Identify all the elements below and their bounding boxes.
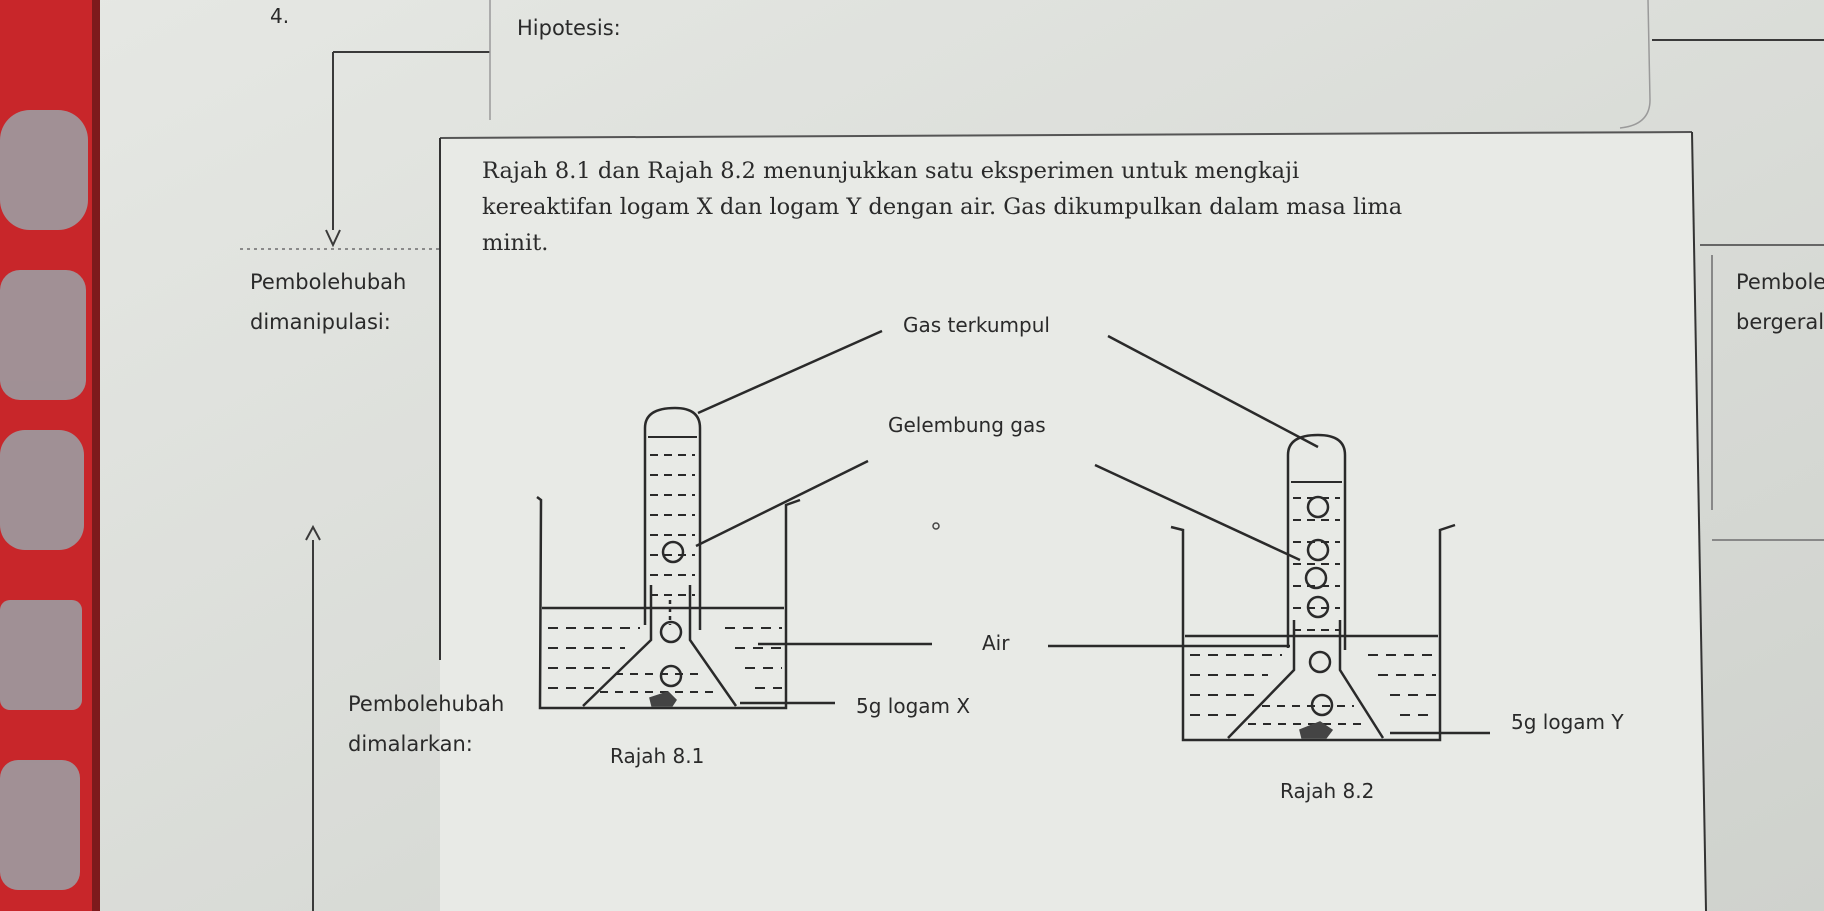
hipotesis-label: Hipotesis:	[517, 16, 621, 40]
label-gas-bubbles: Gelembung gas	[888, 413, 1046, 437]
label-water: Air	[982, 631, 1010, 655]
question-number: 4.	[270, 4, 290, 28]
water-2	[1185, 634, 1438, 716]
water-1	[542, 606, 784, 689]
label-gas-collected: Gas terkumpul	[903, 313, 1050, 337]
manipulated-label-line2: dimanipulasi:	[250, 310, 391, 334]
manipulated-label-line1: Pembolehubah	[250, 270, 407, 294]
test-tube-1	[643, 406, 702, 630]
gas-bubbles-1	[659, 540, 685, 688]
intro-line-3: minit.	[482, 230, 549, 256]
book-spine-lettering	[0, 110, 88, 890]
label-metal-y: 5g logam Y	[1511, 710, 1624, 734]
responding-label-line2: bergeral	[1736, 310, 1824, 334]
controlled-label-line2: dimalarkan:	[348, 732, 473, 756]
label-figure-2: Rajah 8.2	[1280, 779, 1375, 803]
gas-bubbles-2	[1304, 495, 1334, 717]
metal-y	[1299, 721, 1334, 739]
metal-x	[649, 691, 677, 707]
funnel-2	[1227, 620, 1385, 739]
beaker-1	[536, 496, 801, 710]
label-metal-x: 5g logam X	[856, 694, 971, 718]
intro-line-2: kereaktifan logam X dan logam Y dengan a…	[482, 194, 1403, 220]
diagram-card	[440, 132, 1706, 911]
responding-label-line1: Pembole	[1736, 270, 1824, 294]
controlled-label-line1: Pembolehubah	[348, 692, 505, 716]
label-figure-1: Rajah 8.1	[610, 744, 705, 768]
beaker-2	[1170, 523, 1456, 742]
intro-line-1: Rajah 8.1 dan Rajah 8.2 menunjukkan satu…	[482, 158, 1300, 184]
test-tube-2	[1286, 433, 1347, 650]
funnel-1	[582, 585, 738, 707]
